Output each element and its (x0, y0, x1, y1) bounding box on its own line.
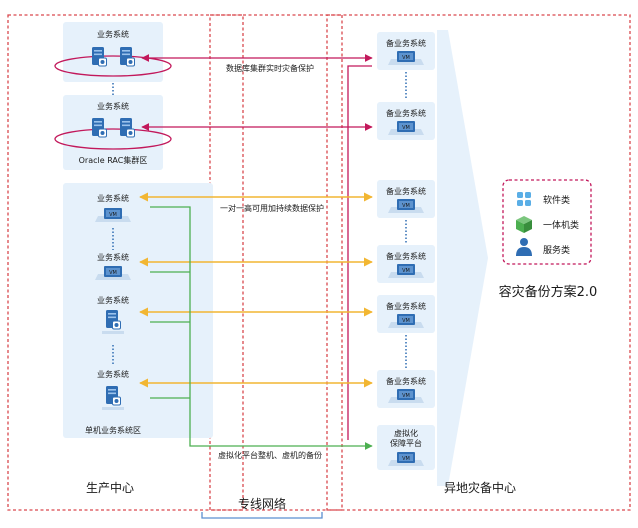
scheme-title: 容灾备份方案2.0 (499, 284, 598, 300)
biz-label-3: 业务系统 (97, 295, 129, 305)
service-icon (516, 238, 532, 256)
single-zone-panel (63, 183, 213, 438)
virt-link-a (150, 206, 373, 450)
vm-label: VM (402, 456, 410, 462)
oracle-zone-label: Oracle RAC集群区 (79, 155, 148, 165)
db-protect-label: 数据库集群实时灾备保护 (226, 63, 314, 73)
virt-platform-panel (377, 425, 435, 470)
vm-label: VM (109, 212, 117, 218)
backup-label-3: 备业务系统 (386, 186, 426, 196)
vm-label: VM (402, 268, 410, 274)
backup-label-5: 备业务系统 (386, 301, 426, 311)
oracle-bottom-label: 业务系统 (97, 101, 129, 111)
biz-label-2: 业务系统 (97, 252, 129, 262)
virt-platform-label-1: 虚拟化 (394, 428, 418, 438)
dedicated-network-title: 专线网络 (238, 496, 286, 511)
cluster-ring-top (54, 55, 172, 77)
virt-platform-label-2: 保障平台 (390, 438, 422, 448)
dr-center-title: 异地灾备中心 (444, 480, 516, 495)
vm-label: VM (109, 270, 117, 276)
legend-service: 服务类 (543, 244, 570, 256)
biz-label-1: 业务系统 (97, 193, 129, 203)
backup-label-6: 备业务系统 (386, 376, 426, 386)
production-center-zone (7, 14, 244, 511)
one-to-one-label: 一对一高可用加持续数据保护 (220, 203, 324, 213)
vm-label: VM (402, 203, 410, 209)
oracle-panel-bottom (63, 95, 163, 170)
cluster-ring-bottom (54, 128, 172, 150)
virt-backup-label: 虚拟化平台整机、虚机的备份 (218, 450, 322, 460)
backup-label-1: 备业务系统 (386, 38, 426, 48)
legend-box (502, 179, 592, 265)
oracle-top-label: 业务系统 (97, 29, 129, 39)
dr-chevron-shape (437, 30, 488, 486)
db-link-vertical (347, 65, 372, 440)
vm-label: VM (402, 318, 410, 324)
vm-label: VM (402, 55, 410, 61)
biz-label-4: 业务系统 (97, 369, 129, 379)
production-center-title: 生产中心 (86, 480, 134, 495)
vm-label: VM (402, 125, 410, 131)
legend-appliance: 一体机类 (543, 219, 579, 231)
server-shadow (102, 331, 124, 334)
legend-software: 软件类 (543, 194, 570, 206)
oracle-panel-top (63, 22, 163, 82)
single-zone-label: 单机业务系统区 (85, 425, 141, 435)
software-icon (517, 192, 531, 206)
backup-label-4: 备业务系统 (386, 251, 426, 261)
vm-label: VM (402, 393, 410, 399)
appliance-icon (516, 216, 532, 233)
server-shadow (102, 407, 124, 410)
network-bracket (201, 512, 323, 519)
backup-label-2: 备业务系统 (386, 108, 426, 118)
